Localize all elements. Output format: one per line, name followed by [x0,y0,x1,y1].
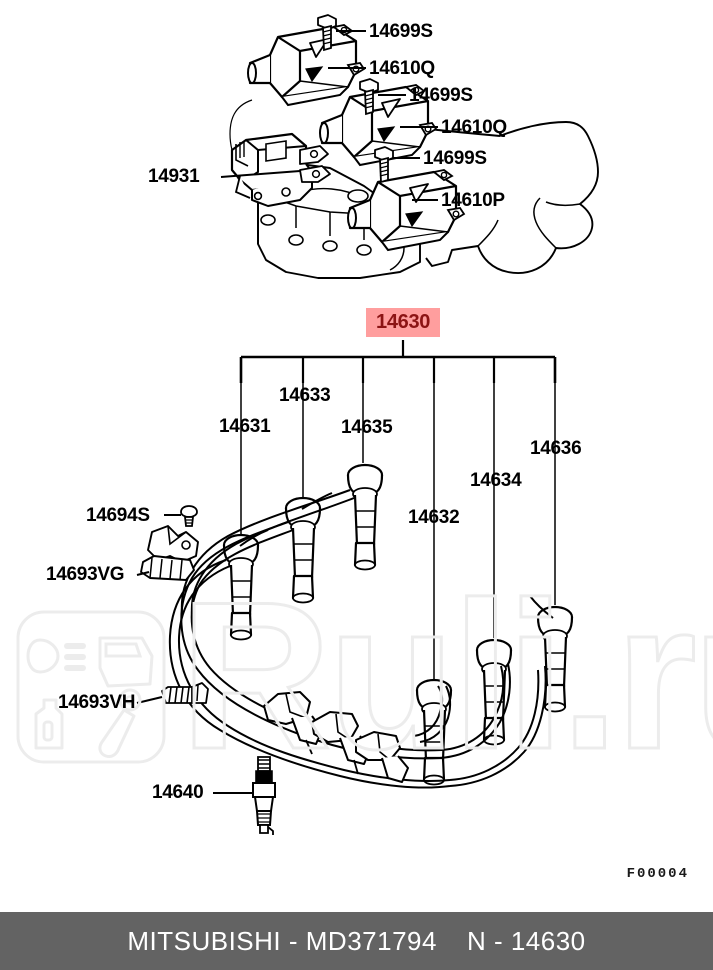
callout-14693vg: 14693VG [46,564,125,585]
spark-plug-part [252,756,276,835]
callout-14634: 14634 [470,470,522,491]
cable-junction-cluster [263,691,409,783]
cable-clamp-vh [161,682,209,704]
coil-mount-bracket [230,132,331,207]
spark-plug-cable-set [136,463,574,835]
engine-assembly-group [220,14,599,279]
callout-14630-group: 14630 [366,308,441,337]
callout-14610q-1: 14610Q [369,58,435,79]
callout-14694s: 14694S [86,505,150,526]
footer-brand-part-number: MITSUBISHI - MD371794 [127,925,437,956]
callout-14931: 14931 [148,166,200,187]
callout-14635: 14635 [341,417,393,438]
cable-clamp-vg [140,525,199,581]
ignition-coil-q1 [246,23,366,107]
leader-lines-cables [240,383,556,679]
callout-14633: 14633 [279,385,331,406]
callout-14693vh: 14693VH [58,692,136,713]
cable-boot-14635 [346,463,384,571]
group-bracket-14630 [239,340,557,383]
callout-14610q-2: 14610Q [441,117,507,138]
callout-14699s-1: 14699S [369,21,433,42]
callout-14640: 14640 [152,782,204,803]
callout-14610p: 14610P [441,190,505,211]
footer-bar: MITSUBISHI - MD371794 N - 14630 [0,912,713,970]
callout-14631: 14631 [219,416,271,437]
parts-diagram-illustration: Ruli.ru [16,14,713,835]
clamp-screw-part [180,505,198,527]
callout-14636: 14636 [530,438,582,459]
watermark-badge [16,610,166,764]
leader-lines-top [220,30,438,201]
coil-bolt-3 [374,146,394,183]
watermark-text: Ruli.ru [180,558,713,793]
drawing-number: F00004 [626,866,689,882]
footer-reference-number: N - 14630 [466,925,586,956]
callout-14699s-3: 14699S [423,148,487,169]
callout-14632: 14632 [408,507,460,528]
watermark-overlay: Ruli.ru [16,557,713,795]
callout-14699s-2: 14699S [409,85,473,106]
footer-text: MITSUBISHI - MD371794 N - 14630 [127,926,585,957]
